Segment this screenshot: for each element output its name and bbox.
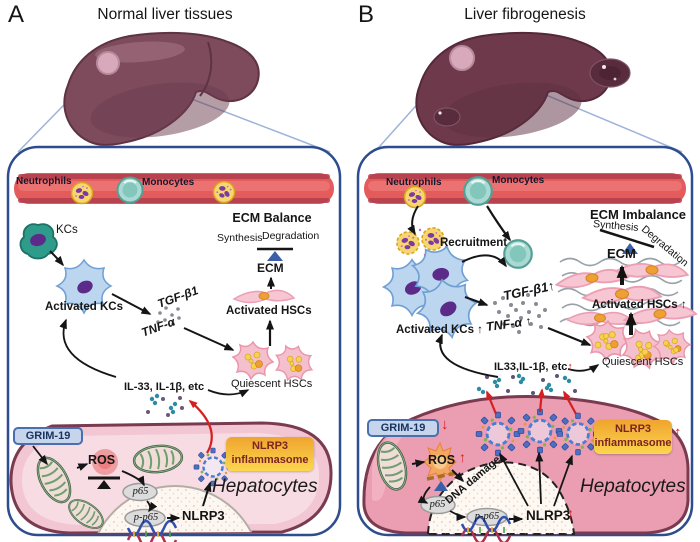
ecm-imbalance-header-b: ECM Imbalance	[589, 207, 687, 222]
monocytes-label-b: Monocytes	[492, 175, 545, 186]
panel-b-letter: B	[358, 1, 375, 28]
cytokine-dots-a-il	[146, 393, 184, 417]
cytokine-dots-a-mid	[156, 306, 181, 326]
hepatocytes-label-a: Hepatocytes	[212, 476, 318, 497]
il-label-a: IL-33, IL-1β, etc	[124, 381, 205, 393]
ros-label-b: ROS	[428, 453, 456, 467]
neutrophil-icon	[396, 231, 420, 255]
arrows-a	[32, 250, 275, 522]
activated-hscs-label-a: Activated HSCs	[226, 305, 312, 317]
il-label-b: IL33,IL-1β, etc↑	[494, 361, 573, 373]
nlrp3-label-b: NLRP3	[526, 508, 571, 523]
recruitment-label-b: Recruitment	[440, 237, 508, 249]
activated-hscs-label-b: Activated HSCs ↑	[592, 299, 687, 311]
il-text-b: IL33,IL-1β, etc	[494, 361, 568, 373]
activated-kcs-label-b: Activated KCs ↑	[396, 324, 483, 336]
degradation-label-a: Degradation	[262, 230, 320, 242]
ros-up-arrow-b: ↑	[459, 449, 466, 465]
panel-b-title: Liver fibrogenesis	[464, 6, 586, 23]
hepatocytes-label-b: Hepatocytes	[580, 476, 686, 497]
liver-b-icon	[415, 31, 631, 146]
liver-a-icon	[63, 31, 260, 146]
nlrp3-up-arrow-b: ↑	[567, 505, 574, 521]
vessel-a	[14, 173, 334, 207]
p65-label-a: p65	[132, 486, 149, 497]
arrows-b	[407, 205, 637, 523]
inflammasome-badge-b: NLRP3 inflammasome	[594, 420, 672, 454]
ecm-balance-header-a: ECM Balance	[232, 211, 312, 225]
pp65-label-a: p-p65	[133, 512, 159, 523]
quiescent-hscs-label-a: Quiescent HSCs	[231, 378, 313, 390]
ecm-label-a: ECM	[257, 261, 284, 275]
ros-label-a: ROS	[88, 453, 116, 467]
monocytes-label-a: Monocytes	[142, 177, 195, 188]
neutrophil-icon	[403, 185, 427, 209]
grim19-down-arrow-b: ↓	[441, 416, 449, 433]
activated-kcs-label-a: Activated KCs	[45, 301, 123, 313]
inflammasome-up-arrow-b: ↑	[674, 424, 682, 441]
ecm-imbalance-icon-b	[599, 228, 655, 254]
red-arrows-b	[485, 388, 577, 415]
quiescent-hscs-label-b: Quiescent HSCs	[602, 356, 684, 368]
ros-glow-a	[92, 449, 118, 475]
monocyte-icon	[503, 239, 533, 269]
neutrophils-label-a: Neutrophils	[16, 176, 72, 187]
cytokine-dots-b-il	[476, 373, 577, 395]
p65-label-b: p65	[429, 499, 446, 510]
vessel-b	[364, 173, 686, 209]
panel-a-letter: A	[8, 1, 25, 28]
monocyte-icon	[463, 176, 493, 206]
grim19-badge-b: GRIM-19	[367, 419, 439, 438]
ros-burst-b	[423, 441, 457, 483]
monocyte-icon	[116, 176, 144, 204]
cytokine-dots-b-mid	[493, 293, 547, 334]
grim19-badge-a: GRIM-19	[13, 427, 83, 446]
kc-cell-a	[19, 223, 58, 260]
panel-a-graphics	[6, 31, 342, 542]
inflammasome-badge-a: NLRP3 inflammasome	[226, 437, 314, 471]
il-up-arrow-b: ↑	[567, 361, 573, 373]
nlrp3-label-a: NLRP3	[182, 508, 225, 523]
ecm-balance-icon-a	[257, 247, 293, 261]
extra-droplets-b	[594, 332, 679, 361]
panel-a-title: Normal liver tissues	[97, 6, 233, 23]
neutrophil-icon	[70, 181, 94, 205]
ros-balance-icon-b	[426, 471, 457, 491]
ecm-label-b: ECM	[607, 246, 636, 261]
p65-oval-b	[420, 495, 456, 515]
ros-balance-icon-a	[88, 476, 120, 489]
pp65-oval-a	[124, 508, 166, 528]
red-arrow-a	[188, 399, 213, 454]
synthesis-label-a: Synthesis	[217, 232, 263, 244]
kcs-label-a: KCs	[56, 224, 78, 236]
neutrophils-label-b: Neutrophils	[386, 177, 442, 188]
pp65-label-b: p-p65	[474, 511, 500, 522]
